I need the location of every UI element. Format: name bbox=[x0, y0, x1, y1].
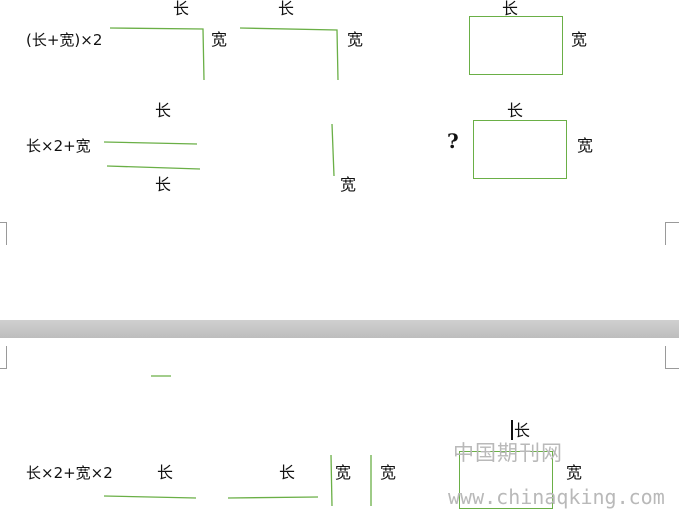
label-long: 长 bbox=[155, 101, 172, 120]
label-long: 长 bbox=[514, 421, 531, 440]
margin-corner-mark bbox=[665, 346, 679, 369]
label-wide: 宽 bbox=[566, 463, 583, 482]
label-wide: 宽 bbox=[571, 30, 588, 49]
label-long: 长 bbox=[157, 463, 174, 482]
label-long: 长 bbox=[173, 0, 190, 18]
document-page-2: 长×2+宽×2 长 长 宽 宽 长 宽 bbox=[0, 338, 679, 509]
long-line-2 bbox=[227, 496, 319, 499]
label-wide: 宽 bbox=[347, 30, 364, 49]
label-wide: 宽 bbox=[335, 463, 352, 482]
long-line-1 bbox=[103, 495, 197, 499]
margin-corner-mark bbox=[0, 222, 7, 245]
label-long: 长 bbox=[279, 463, 296, 482]
label-wide: 宽 bbox=[380, 463, 397, 482]
long-wide-corner-line-2 bbox=[239, 27, 339, 81]
page-break-gap bbox=[0, 320, 679, 338]
formula-perimeter-sum: (长+宽)×2 bbox=[26, 31, 103, 49]
row1-lines bbox=[103, 27, 339, 177]
label-long: 长 bbox=[507, 101, 524, 120]
label-long: 长 bbox=[155, 175, 172, 194]
rectangle-shape bbox=[469, 16, 563, 75]
long-line-lower bbox=[106, 165, 201, 170]
margin-corner-mark bbox=[665, 222, 679, 245]
row3-lines bbox=[103, 375, 372, 507]
wide-line bbox=[331, 123, 335, 177]
text-cursor bbox=[511, 420, 513, 440]
formula-two-long-plus-wide: 长×2+宽 bbox=[26, 137, 91, 155]
label-wide: 宽 bbox=[211, 30, 228, 49]
long-wide-corner-line-1 bbox=[109, 27, 205, 81]
label-long: 长 bbox=[278, 0, 295, 18]
document-page-1: (长+宽)×2 长 宽 长 宽 长 宽 长×2+宽 长 长 宽 ? 长 宽 bbox=[0, 0, 679, 245]
rectangle-shape bbox=[473, 120, 567, 179]
watermark-site-name: 中国期刊网 bbox=[453, 441, 563, 465]
question-mark: ? bbox=[447, 129, 459, 153]
formula-two-long-plus-two-wide: 长×2+宽×2 bbox=[26, 464, 113, 482]
long-line-upper bbox=[103, 141, 198, 145]
wide-line-1 bbox=[330, 454, 333, 507]
watermark-url: www.chinaqking.com bbox=[448, 485, 665, 509]
label-wide: 宽 bbox=[577, 136, 594, 155]
label-wide: 宽 bbox=[340, 175, 357, 194]
label-long: 长 bbox=[502, 0, 519, 18]
margin-corner-mark bbox=[0, 346, 7, 369]
